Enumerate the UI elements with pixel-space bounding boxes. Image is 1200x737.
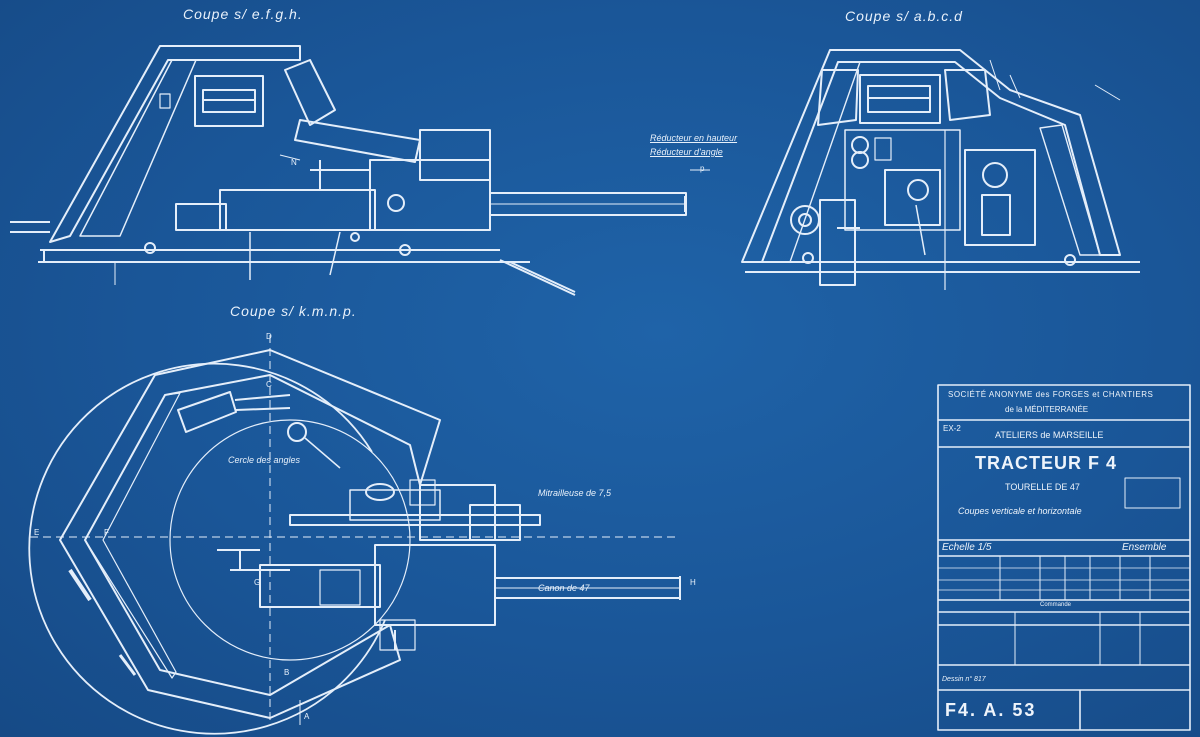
company-line-1: SOCIÉTÉ ANONYME des FORGES et CHANTIERS xyxy=(948,390,1154,399)
commande-label: Commande xyxy=(1040,602,1072,608)
title-block-frame xyxy=(937,384,1191,731)
drawing-subtitle: TOURELLE DE 47 xyxy=(1005,482,1080,492)
letter-p-top: p xyxy=(700,164,705,173)
machine-gun-label: Mitrailleuse de 7,5 xyxy=(538,488,612,498)
reducer-angle-label: Réducteur d'angle xyxy=(650,147,723,157)
letter-b: B xyxy=(284,668,290,677)
section-title-kmnp: Coupe s/ k.m.n.p. xyxy=(230,303,357,319)
drawing-number: Dessin n° 817 xyxy=(942,676,986,683)
letter-h: H xyxy=(690,578,696,587)
letter-a: A xyxy=(304,712,310,721)
reference-number: F4. A. 53 xyxy=(945,700,1037,720)
letter-n: N xyxy=(291,158,297,167)
scale-label: Echelle 1/5 xyxy=(942,542,992,553)
section-title-efgh: Coupe s/ e.f.g.h. xyxy=(183,6,303,22)
reducer-height-label: Réducteur en hauteur xyxy=(650,133,738,143)
traverse-circle-label: Cercle des angles xyxy=(228,455,301,465)
letter-f: F xyxy=(104,528,109,537)
letter-e: E xyxy=(34,528,40,537)
drawing-description: Coupes verticale et horizontale xyxy=(958,506,1082,516)
drawing-title: TRACTEUR F 4 xyxy=(975,453,1117,473)
workshop-label: ATELIERS de MARSEILLE xyxy=(995,430,1104,440)
letter-d: D xyxy=(266,332,272,341)
letter-c: C xyxy=(266,380,272,389)
ex-label: EX-2 xyxy=(943,424,961,433)
letter-g: G xyxy=(254,578,261,587)
ensemble-label: Ensemble xyxy=(1122,542,1167,553)
turret-plan-section xyxy=(28,335,681,735)
turret-side-section xyxy=(10,45,710,296)
cannon-label: Canon de 47 xyxy=(538,583,590,593)
company-line-2: de la MÉDITERRANÉE xyxy=(1005,405,1089,414)
turret-front-section xyxy=(741,49,1140,290)
section-title-abcd: Coupe s/ a.b.c.d xyxy=(845,8,963,24)
